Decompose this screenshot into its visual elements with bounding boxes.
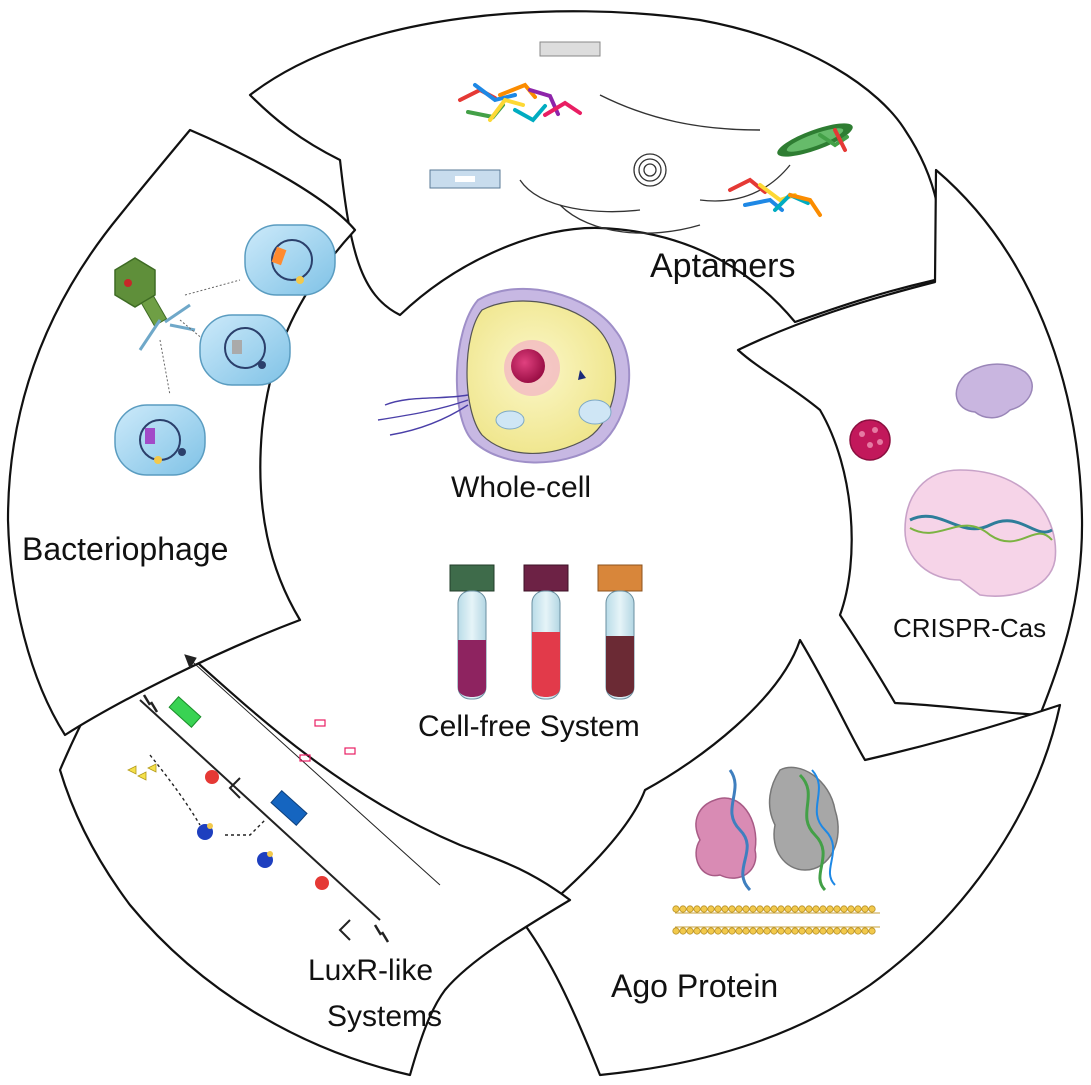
bacteriophage-illustration	[114, 224, 336, 476]
lipid-head	[777, 927, 785, 935]
crispr-illustration	[849, 363, 1057, 598]
tube-1	[449, 564, 495, 700]
ago-protein-illustration	[672, 766, 880, 935]
lipid-head	[728, 927, 736, 935]
lipid-head	[693, 927, 701, 935]
lipid-head	[798, 927, 806, 935]
lipid-head	[686, 927, 694, 935]
whole-cell-illustration	[377, 287, 631, 464]
crispr-label: CRISPR-Cas	[893, 613, 1046, 643]
lipid-head	[791, 927, 799, 935]
tube-2	[523, 564, 569, 700]
lipid-head	[714, 927, 722, 935]
lipid-head	[763, 927, 771, 935]
lipid-head	[700, 905, 708, 913]
lipid-head	[840, 927, 848, 935]
lipid-head	[742, 927, 750, 935]
lipid-head	[854, 905, 862, 913]
tube-3	[597, 564, 643, 700]
lipid-head	[784, 905, 792, 913]
lipid-head	[735, 927, 743, 935]
lipid-head	[763, 905, 771, 913]
lipid-head	[777, 905, 785, 913]
cell-free-label: Cell-free System	[418, 710, 640, 743]
lipid-head	[833, 905, 841, 913]
lipid-head	[868, 905, 876, 913]
lipid-head	[868, 927, 876, 935]
lipid-head	[812, 905, 820, 913]
lipid-head	[798, 905, 806, 913]
lipid-head	[854, 927, 862, 935]
lipid-head	[847, 905, 855, 913]
lipid-head	[700, 927, 708, 935]
luxr-label-line2: Systems	[327, 1000, 442, 1033]
lipid-head	[679, 927, 687, 935]
lipid-head	[735, 905, 743, 913]
lipid-head	[812, 927, 820, 935]
lipid-head	[686, 905, 694, 913]
lipid-head	[770, 905, 778, 913]
lipid-head	[826, 927, 834, 935]
lipid-head	[693, 905, 701, 913]
lipid-head	[819, 927, 827, 935]
segment-aptamers	[248, 10, 942, 324]
luxr-label-line1: LuxR-like	[308, 954, 433, 987]
lipid-head	[861, 905, 869, 913]
aptamers-label: Aptamers	[650, 247, 796, 285]
aptamer-selection-illustration	[429, 41, 853, 234]
lipid-head	[749, 927, 757, 935]
lipid-head	[714, 905, 722, 913]
lipid-head	[791, 905, 799, 913]
lipid-head	[728, 905, 736, 913]
lipid-head	[756, 927, 764, 935]
whole-cell-label: Whole-cell	[451, 471, 591, 504]
lipid-head	[679, 905, 687, 913]
lipid-head	[861, 927, 869, 935]
cell-free-tubes-illustration	[449, 564, 643, 700]
lipid-head	[707, 905, 715, 913]
lipid-head	[672, 927, 680, 935]
lipid-head	[805, 927, 813, 935]
lipid-head	[721, 905, 729, 913]
lipid-head	[819, 905, 827, 913]
luxr-circuit-illustration	[127, 654, 441, 943]
lipid-head	[672, 905, 680, 913]
lipid-head	[833, 927, 841, 935]
lipid-head	[707, 927, 715, 935]
ago-label: Ago Protein	[611, 968, 778, 1004]
lipid-head	[805, 905, 813, 913]
lipid-head	[826, 905, 834, 913]
lipid-head	[770, 927, 778, 935]
lipid-head	[784, 927, 792, 935]
lipid-head	[721, 927, 729, 935]
lipid-head	[756, 905, 764, 913]
lipid-head	[749, 905, 757, 913]
lipid-head	[840, 905, 848, 913]
lipid-head	[742, 905, 750, 913]
lipid-head	[847, 927, 855, 935]
bacteriophage-label: Bacteriophage	[22, 531, 228, 567]
lipid-bilayer	[672, 905, 880, 935]
